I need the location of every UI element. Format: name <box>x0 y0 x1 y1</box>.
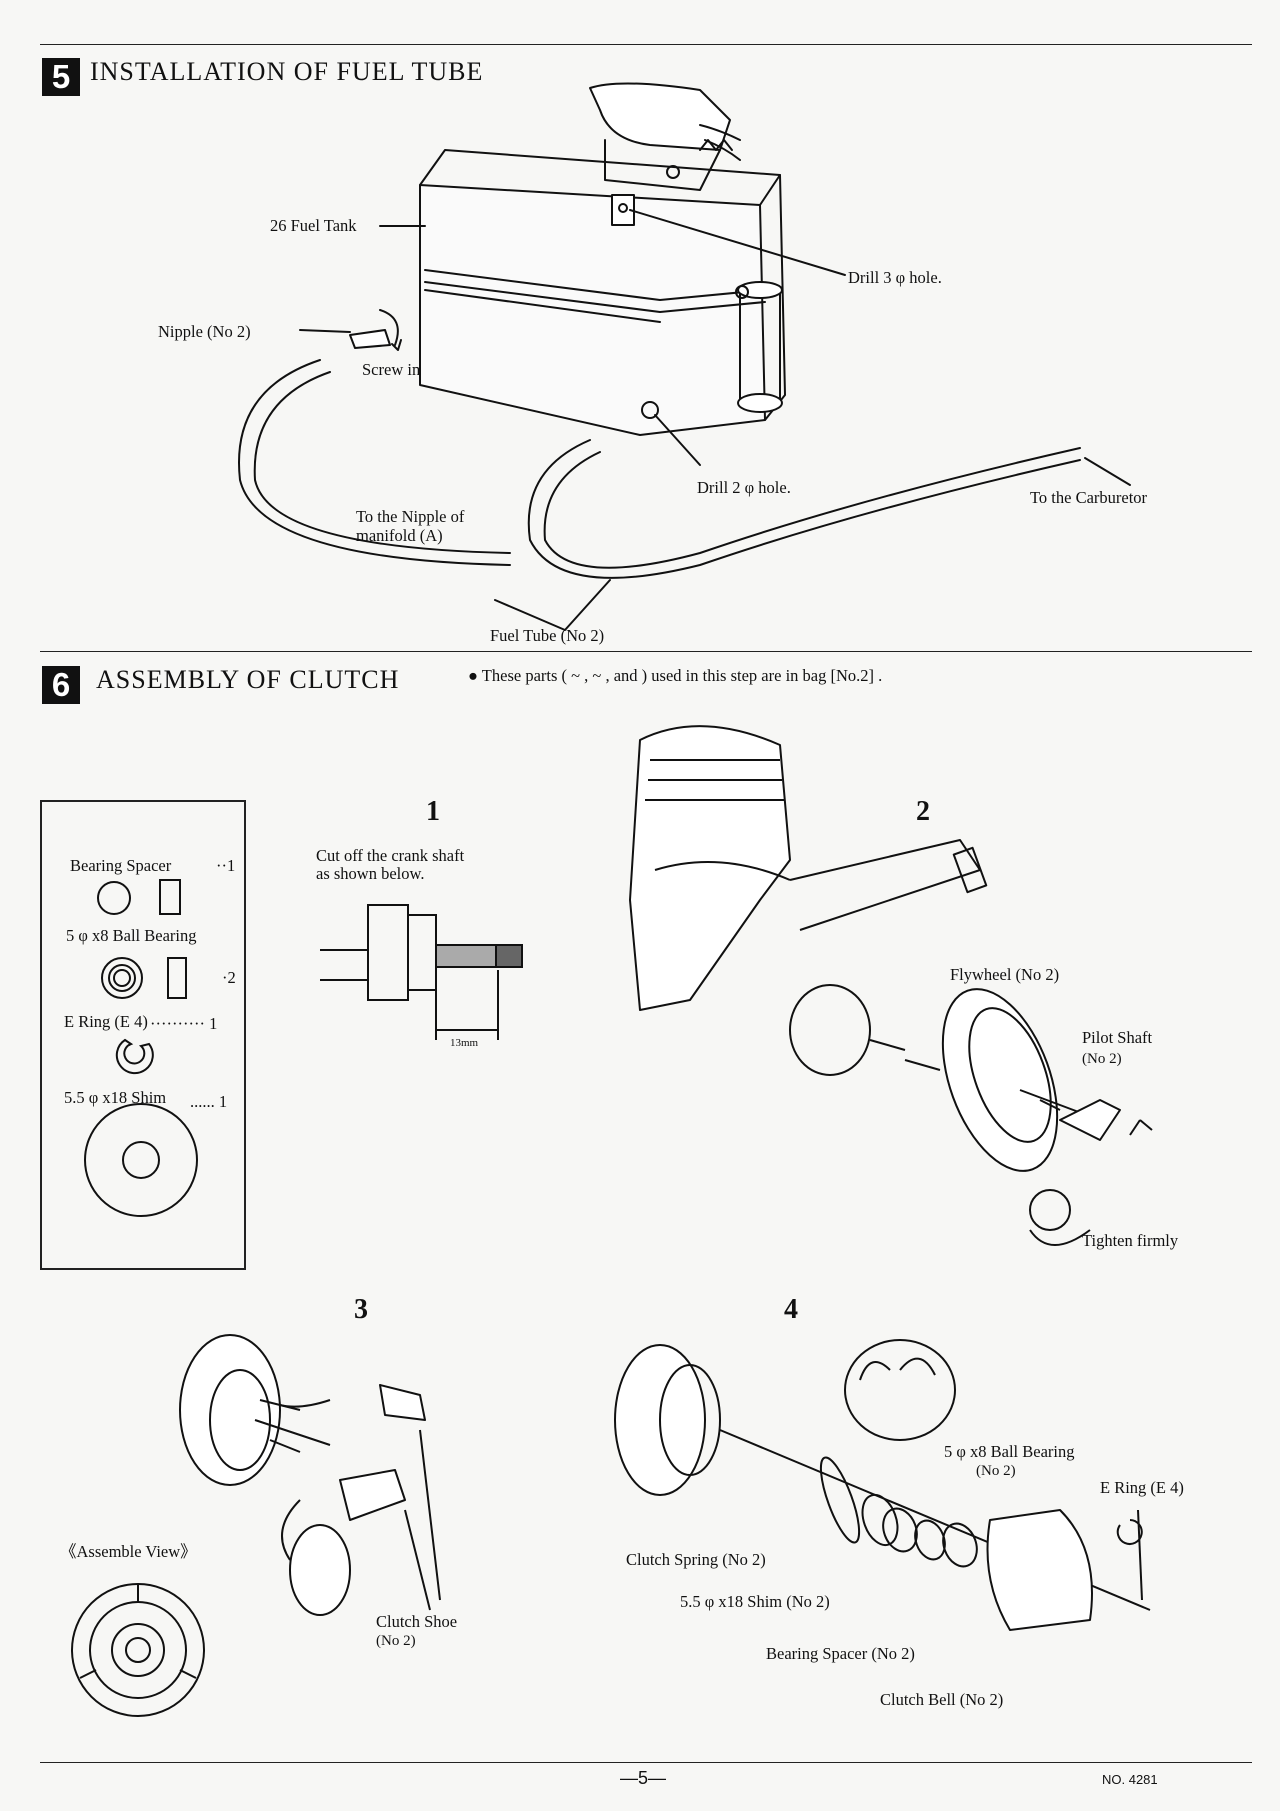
section-6-title: ASSEMBLY OF CLUTCH <box>96 665 400 694</box>
section-divider-rule <box>40 651 1252 652</box>
fuel-tube-left <box>238 359 511 566</box>
step-1-text-line2: as shown below. <box>316 864 425 883</box>
section-5-number: 5 <box>42 58 80 96</box>
bottom-rule <box>40 1762 1252 1763</box>
label-fuel-tube: Fuel Tube (No 2) <box>490 626 605 645</box>
fuel-tank-filler-lid <box>589 82 731 151</box>
step-4-number: 4 <box>784 1294 798 1325</box>
label-pilot-shaft-bag: (No 2) <box>1082 1051 1122 1067</box>
parts-bearing-spacer-qty: ··1 <box>216 856 236 875</box>
step-1-text-line1: Cut off the crank shaft <box>316 846 465 865</box>
label-screw-in: Screw in <box>362 360 421 379</box>
label-pilot-shaft: Pilot Shaft <box>1082 1028 1153 1047</box>
parts-ball-bearing-qty: ·2 <box>222 968 236 987</box>
label-to-nipple-line2: manifold (A) <box>356 526 443 545</box>
label-clutch-spring: Clutch Spring (No 2) <box>626 1550 766 1569</box>
label-step4-ball-bearing: 5 φ x8 Ball Bearing <box>944 1442 1075 1461</box>
parts-e-ring-qty: ·········· 1 <box>150 1014 218 1033</box>
label-assemble-view: 《Assemble View》 <box>60 1542 197 1561</box>
section-6-bag-note: ● These parts ( ~ , ~ , and ) used in th… <box>468 666 883 685</box>
fuel-tube-right <box>527 439 1081 579</box>
fuel-tube-illustration <box>238 82 1131 631</box>
section-5-title: INSTALLATION OF FUEL TUBE <box>90 57 484 86</box>
label-drill-2-hole: Drill 2 φ hole. <box>697 478 791 497</box>
label-step4-shim: 5.5 φ x18 Shim (No 2) <box>680 1592 830 1611</box>
document-number: NO. 4281 <box>1102 1772 1158 1787</box>
label-step4-ball-bearing-bag: (No 2) <box>976 1463 1016 1479</box>
parts-shim: 5.5 φ x18 Shim <box>64 1088 167 1107</box>
step-3-number: 3 <box>354 1294 368 1325</box>
label-clutch-shoe-bag: (No 2) <box>376 1633 416 1649</box>
step-2-number: 2 <box>916 796 930 827</box>
step-1-dimension: 13mm <box>450 1037 479 1049</box>
label-to-nipple-line1: To the Nipple of <box>356 507 465 526</box>
label-clutch-bell: Clutch Bell (No 2) <box>880 1690 1004 1709</box>
label-clutch-shoe: Clutch Shoe <box>376 1612 458 1631</box>
label-nipple: Nipple (No 2) <box>158 322 251 341</box>
label-flywheel: Flywheel (No 2) <box>950 965 1060 984</box>
fuel-tank-body <box>419 184 766 436</box>
top-rule <box>40 44 1252 45</box>
parts-bearing-spacer: Bearing Spacer <box>70 856 172 875</box>
parts-shim-qty: ...... 1 <box>190 1092 228 1111</box>
parts-list-box <box>40 800 246 1270</box>
label-drill-3-hole: Drill 3 φ hole. <box>848 268 942 287</box>
section-6-number: 6 <box>42 666 80 704</box>
label-fuel-tank: 26 Fuel Tank <box>270 216 357 235</box>
label-step4-bearing-spacer: Bearing Spacer (No 2) <box>766 1644 915 1663</box>
parts-ball-bearing: 5 φ x8 Ball Bearing <box>66 926 197 945</box>
page-number: —5— <box>620 1768 667 1788</box>
label-tighten-firmly: Tighten firmly <box>1082 1231 1179 1250</box>
label-step4-e-ring: E Ring (E 4) <box>1100 1478 1184 1497</box>
label-to-carburetor: To the Carburetor <box>1030 488 1148 507</box>
step-1-number: 1 <box>426 796 440 827</box>
parts-e-ring: E Ring (E 4) <box>64 1012 148 1031</box>
